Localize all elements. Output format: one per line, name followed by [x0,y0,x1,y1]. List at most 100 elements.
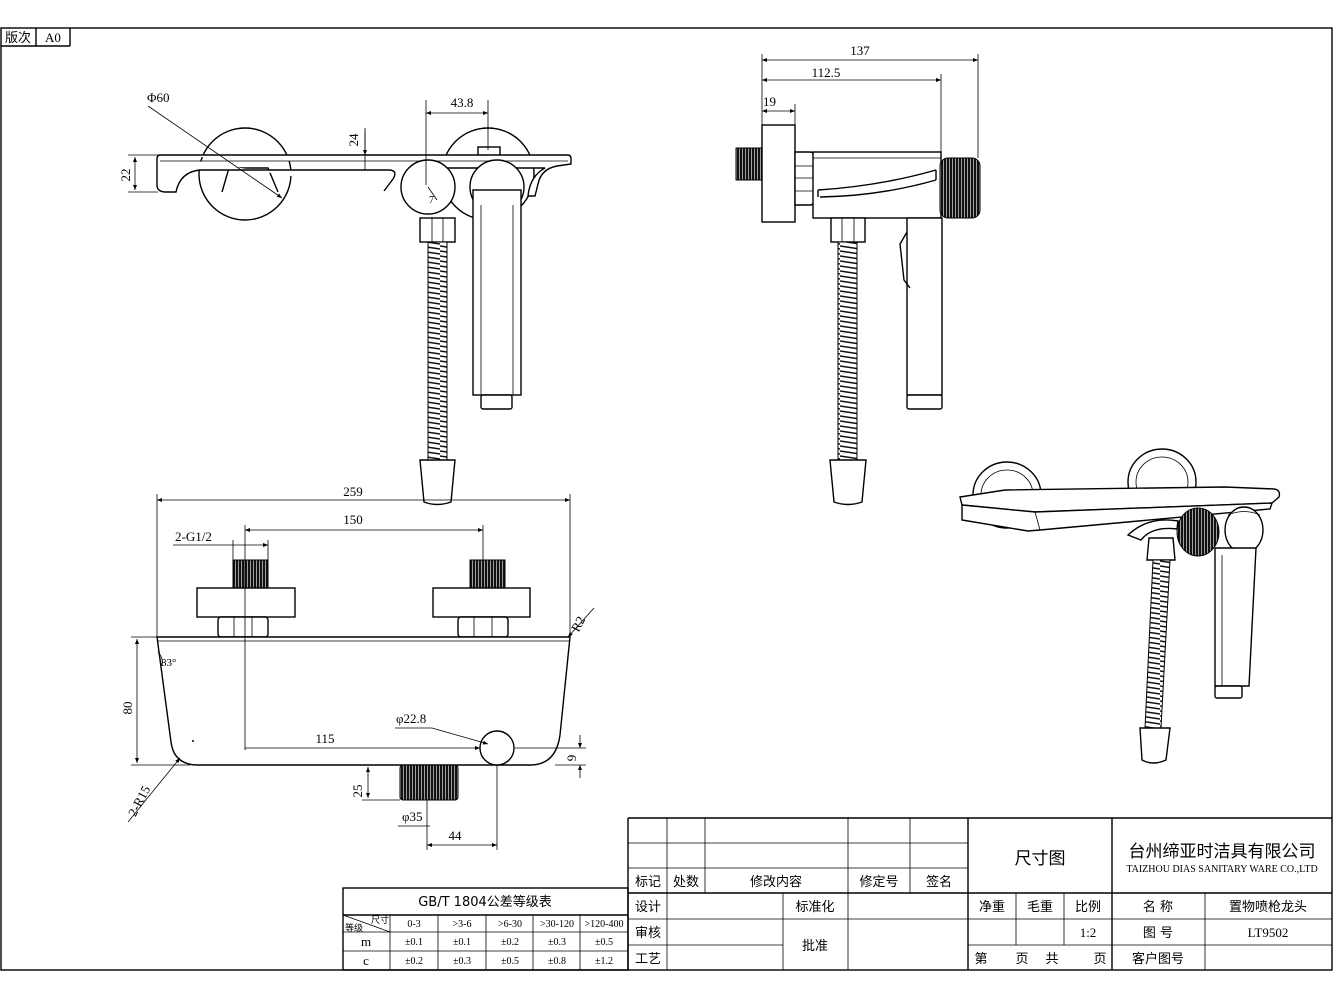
dim-knob-diameter-value: φ35 [402,809,423,824]
tolerance-range: 0-3 [407,919,420,930]
dim-inlet-centers-value: 150 [343,512,363,527]
dim-shelf-offset-value: 24 [346,133,361,147]
revision-header: 处数 [673,875,699,890]
dim-outlet-offset: 115 [245,731,480,750]
tolerance-range: >6-30 [498,919,522,930]
dim-knob-diameter: φ35 [398,809,430,827]
title-block: 尺寸图 台州缔亚时洁具有限公司 TAIZHOU DIAS SANITARY WA… [968,818,1332,970]
outlet-circle [479,730,515,766]
inlet-thread [735,147,765,181]
shelf-body-outline [156,154,572,197]
side-spray-gun-tip [906,394,943,410]
gross-weight-label: 毛重 [1027,899,1053,915]
side-hose-cone [829,459,867,506]
side-hex-nut [794,151,815,206]
dim-flange-thickness-value: 19 [763,94,776,109]
tolerance-value: ±0.3 [453,956,471,967]
tolerance-value: ±0.1 [405,937,423,948]
dim-side-angle-value: 83° [161,657,176,669]
dim-body-length-value: 112.5 [812,65,841,80]
company-name-cn: 台州缔亚时洁具有限公司 [1129,842,1316,862]
dim-shelf-offset: 24 [346,128,367,170]
dim-edge-radius-value: R2 [568,614,588,634]
process-label: 工艺 [635,952,661,967]
side-knurled-knob [939,157,981,219]
spray-gun-tip [480,394,513,410]
right-eccentric-flange [432,587,531,618]
side-hose [837,241,858,461]
iso-spray-gun [1214,547,1257,687]
left-flange-nut [221,167,279,193]
tolerance-value: ±0.5 [501,956,519,967]
dim-outlet-spacing-value: 43.8 [451,95,474,110]
tolerance-corner-size: 尺寸 [371,914,389,926]
spray-gun-body [472,189,522,396]
side-body [812,151,942,219]
sheet-frame: 版次 A0 [0,27,1333,971]
company-name-en: TAIZHOU DIAS SANITARY WARE CO.,LTD [1126,864,1317,875]
hose-nut [419,217,456,243]
side-spray-gun [906,217,943,396]
tolerance-grade: c [363,953,369,968]
dim-outlet-offset-value: 115 [315,731,334,746]
approval-block: 设计 标准化 审核 批准 工艺 [628,893,1332,970]
sheet-label: 第 [974,952,987,967]
tolerance-value: ±0.5 [595,937,613,948]
dim-knob-offset-value: 44 [449,828,463,843]
design-label: 设计 [635,900,661,915]
scale-label: 比例 [1075,900,1101,915]
tolerance-range: >120-400 [585,919,624,930]
review-label: 审核 [635,926,661,941]
dim-inlet-thread-value: 2-G1/2 [175,529,212,544]
scale-value: 1:2 [1080,925,1097,940]
left-eccentric-flange [196,587,296,618]
dim-inlet-thread: 2-G1/2 [173,529,269,560]
iso-hose-nut [1146,537,1176,561]
dim-knob-offset: 44 [426,765,498,850]
revision-value: A0 [45,30,61,45]
dim-body-depth-value: 22 [118,169,133,182]
customer-no-label: 客户图号 [1132,951,1184,967]
dim-body-height-value: 80 [120,702,135,715]
tolerance-range: >30-120 [540,919,574,930]
dim-flange-thickness: 19 [762,94,795,113]
revision-header: 修改内容 [750,874,802,890]
iso-knurled-knob [1176,507,1220,557]
side-flange [761,124,796,223]
revision-header: 标记 [635,875,661,890]
dim-edge-radius: R2 [567,607,595,638]
iso-spray-gun-tip [1214,685,1243,699]
dim-flange-diameter: Φ60 [147,90,283,199]
dim-body-depth: 22 [118,154,158,193]
iso-hose-cone [1139,727,1171,764]
tolerance-value: ±0.2 [501,937,519,948]
dim-overall-length: 137 [762,43,978,62]
revision-table: 标记 处数 修改内容 修定号 签名 [627,817,1332,970]
isometric-view [959,448,1281,764]
left-inlet-thread [232,559,269,589]
hose [427,241,448,461]
dim-outlet-diameter: φ22.8 [395,711,489,745]
dim-flange-diameter-value: Φ60 [147,90,170,105]
drawing-type: 尺寸图 [1015,849,1066,869]
revision-header: 签名 [926,874,952,890]
name-label: 名 称 [1143,899,1173,915]
minor-mark-label: 7 [429,195,434,206]
side-shelf-curve [817,169,937,198]
dim-outlet-diameter-value: φ22.8 [396,711,426,726]
total-label: 共 [1045,952,1058,967]
page-label: 页 [1093,952,1106,967]
front-knurled-knob [399,764,459,801]
dim-knob-height: 25 [350,764,400,801]
drawing-no-label: 图 号 [1143,926,1173,941]
dim-overall-width: 259 [157,484,570,502]
tolerance-corner-grade: 等级 [345,922,363,934]
dim-outlet-spacing: 43.8 [425,95,489,185]
standardization-label: 标准化 [795,900,834,915]
dim-body-length: 112.5 [762,65,941,82]
dim-outlet-height-value: 9 [564,755,579,762]
right-inlet-thread [469,559,506,589]
dim-overall-width-value: 259 [343,484,363,499]
revision-label: 版次 [5,30,31,46]
